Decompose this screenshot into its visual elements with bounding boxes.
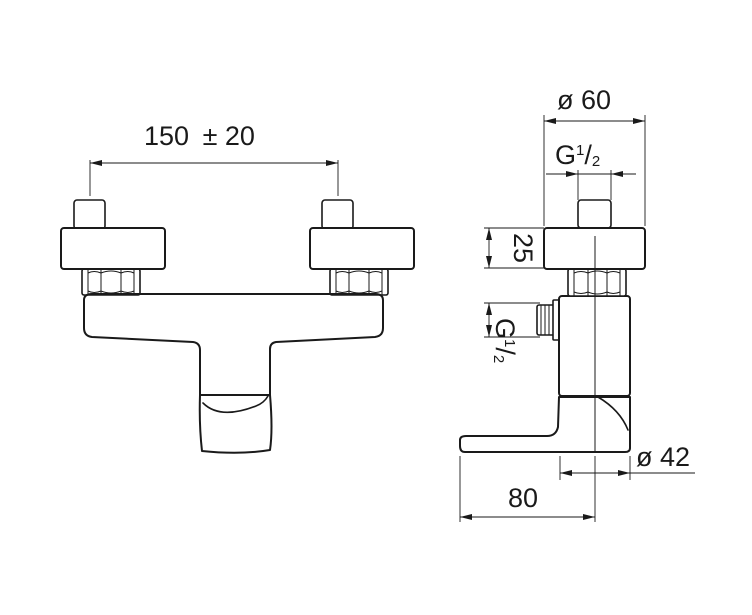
spacing-dimension: 150 ± 20 [89,121,339,196]
side-stem [577,199,612,229]
side-view: ø 60 G1/2 25 [459,85,695,522]
spacing-label: 150 ± 20 [144,121,255,151]
handle-height-dimension: 25 [484,227,544,269]
side-nut [567,268,627,297]
outer-diameter-dimension: ø 60 [543,85,646,226]
outer-diameter-label: ø 60 [557,85,611,115]
spout-outlet [198,394,273,454]
spacing-tolerance: ± 20 [203,121,255,151]
top-thread-dimension: G1/2 [546,140,636,200]
spout-lip [202,395,269,414]
side-thread-label: G1/2 [490,318,520,363]
right-nut [329,268,389,296]
projection-label: 80 [508,483,538,513]
side-spout [459,396,631,453]
side-thread-dimension: G1/2 [484,302,540,363]
left-handle [60,227,166,270]
handle-height-label: 25 [508,233,538,263]
front-view: 150 ± 20 [60,121,415,454]
projection-dimension: 80 [459,456,596,522]
right-inlet-stem [321,199,354,230]
left-nut [81,268,141,296]
mixer-body [83,293,384,396]
spacing-value: 150 [144,121,189,151]
left-inlet-stem [73,199,106,230]
right-handle [309,227,415,270]
spout-diameter-label: ø 42 [636,442,690,472]
svg-text:G1/2: G1/2 [490,318,520,363]
spout-curve [597,396,629,431]
top-thread-label: G1/2 [555,140,600,170]
spout-diameter-dimension: ø 42 [559,442,695,480]
